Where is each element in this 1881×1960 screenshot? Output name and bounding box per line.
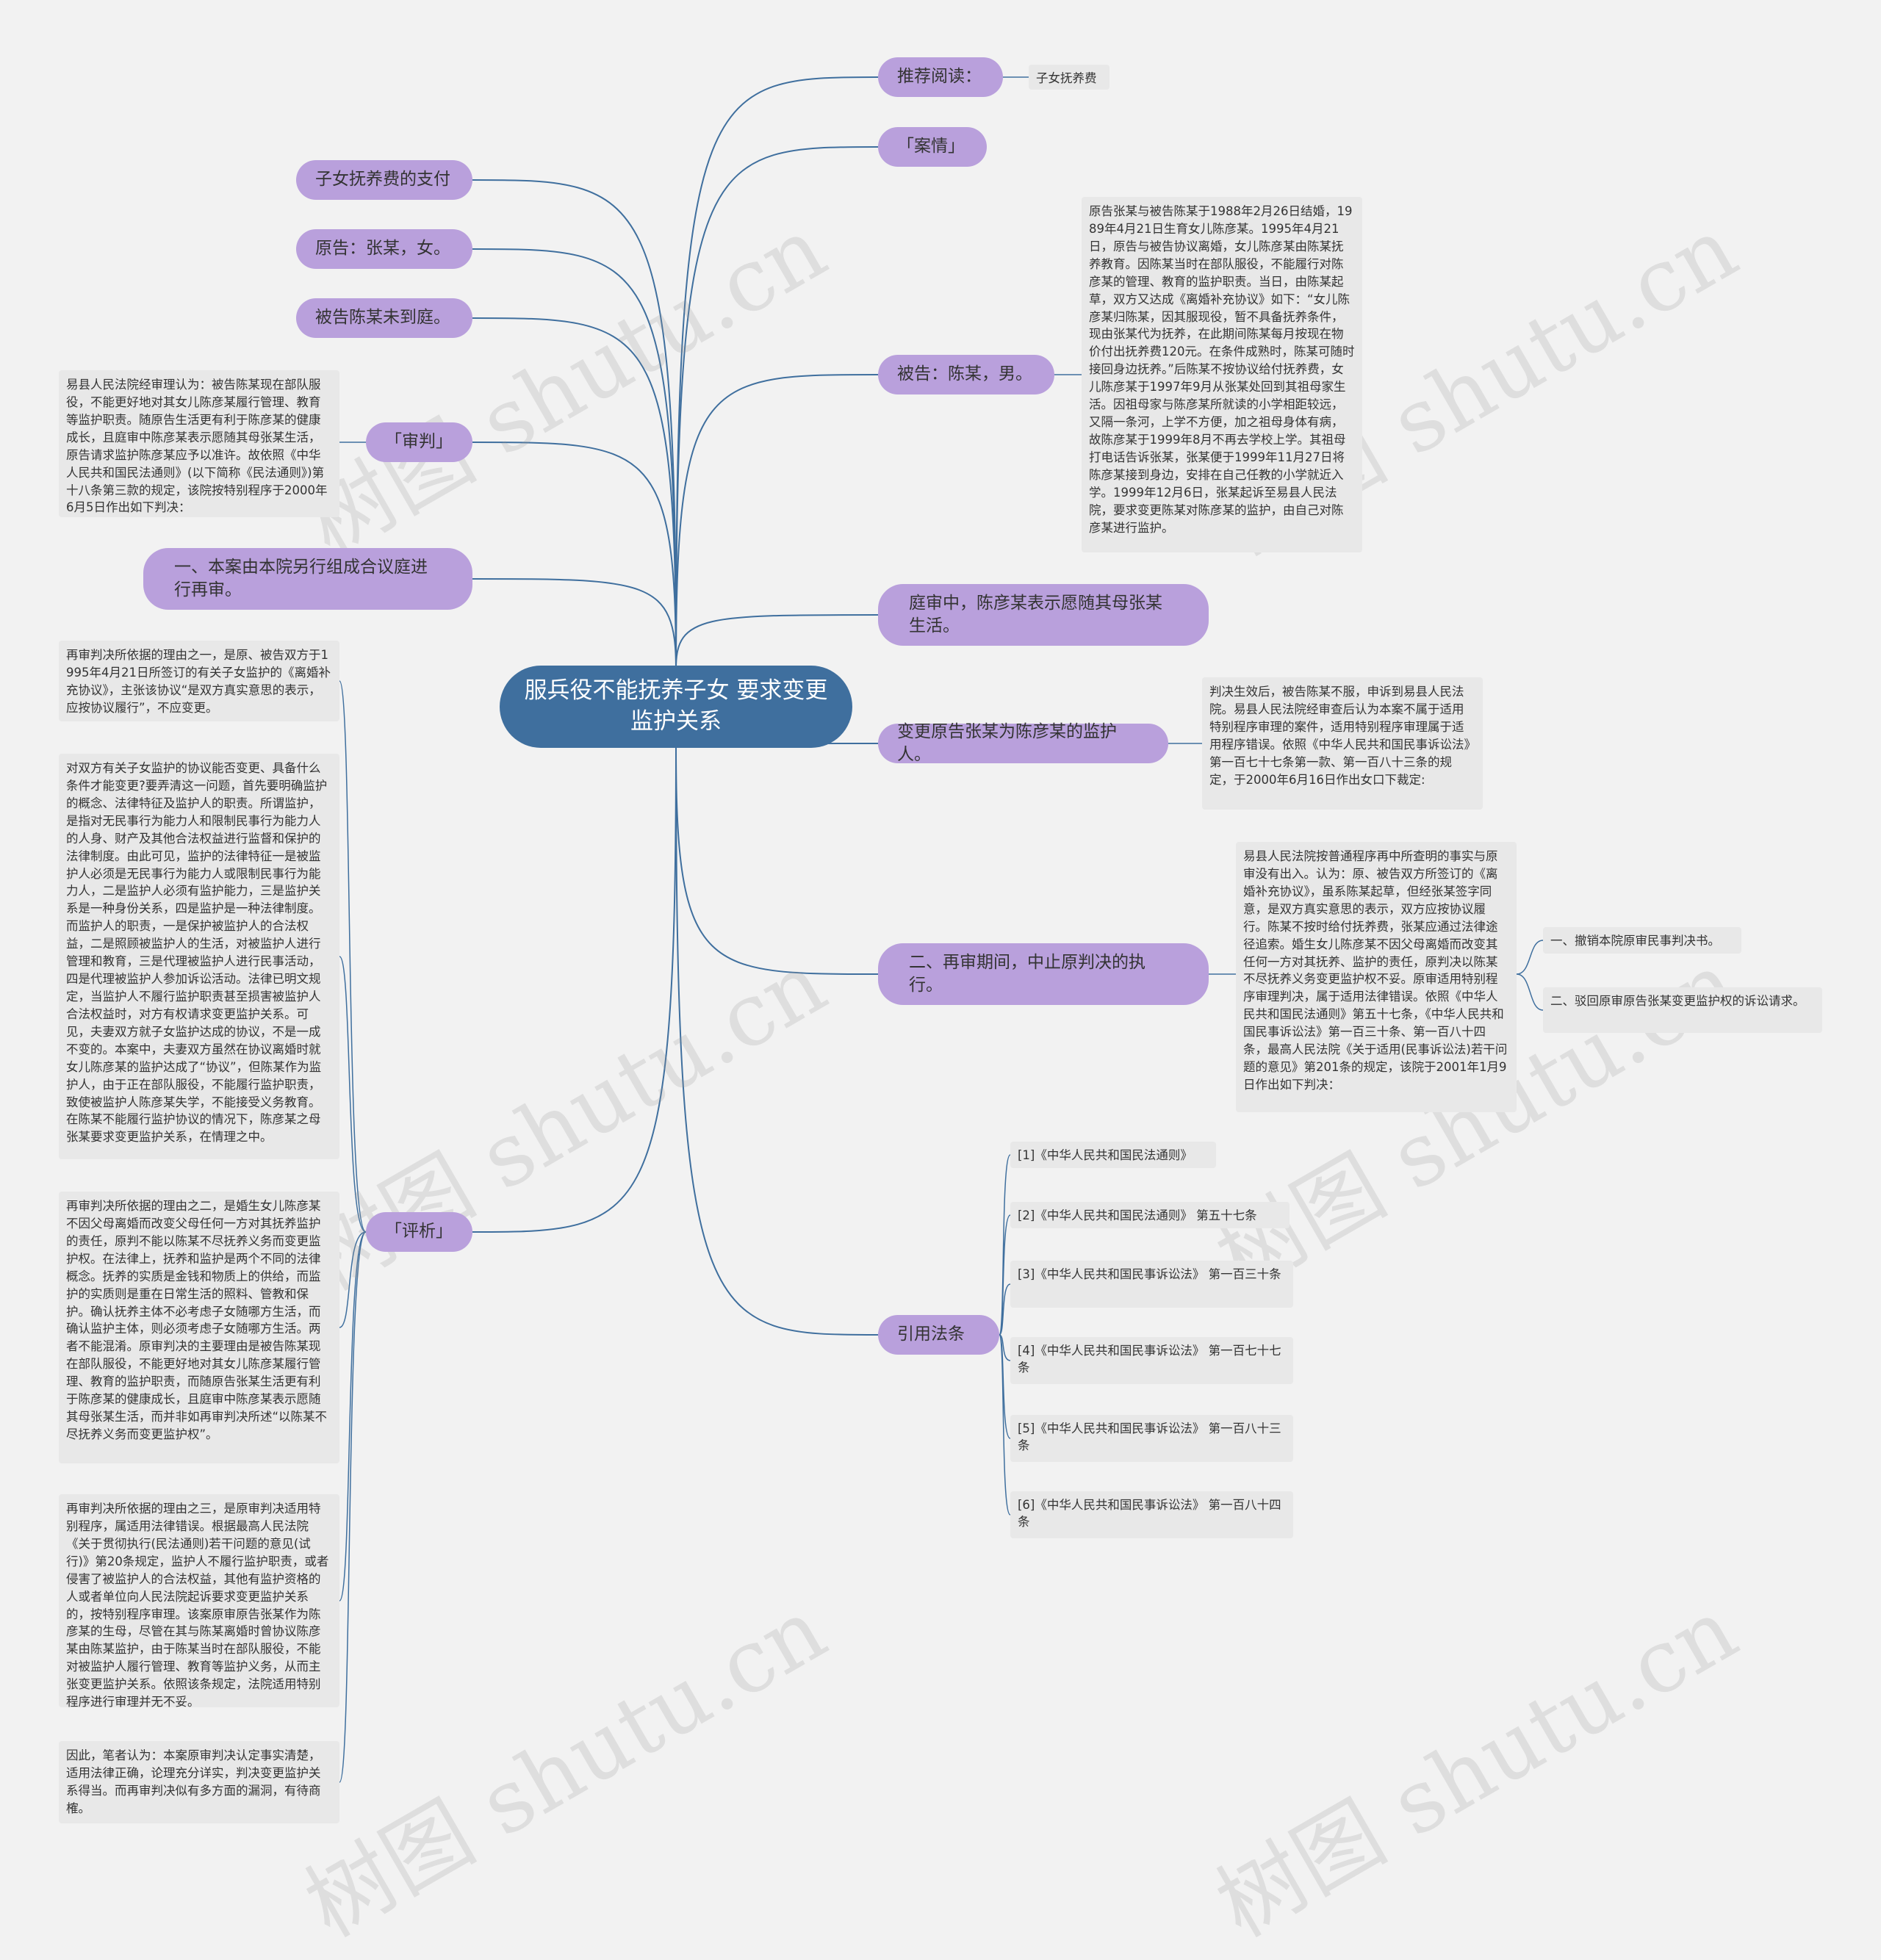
- connector-edge: [999, 1334, 1011, 1439]
- law-item-5[interactable]: [5]《中华人民共和国民事诉讼法》 第一百八十三条: [1010, 1415, 1293, 1462]
- node-retrial-order[interactable]: 一、本案由本院另行组成合议庭进行再审。: [143, 548, 472, 610]
- connector-edge: [472, 442, 677, 669]
- note-defendant-text: 原告张某与被告陈某于1988年2月26日结婚，1989年4月21日生育女儿陈彦某…: [1082, 197, 1362, 552]
- connector-edge: [472, 248, 677, 669]
- connector-edge: [675, 146, 879, 669]
- node-change-guardian[interactable]: 变更原告张某为陈彦某的监护人。: [878, 722, 1168, 764]
- connector-edge: [472, 578, 677, 669]
- verdict-item-2[interactable]: 二、驳回原审原告张某变更监护权的诉讼请求。: [1543, 987, 1822, 1033]
- connector-edge: [339, 1231, 367, 1328]
- connector-edge: [675, 76, 879, 669]
- connector-edge: [1516, 973, 1544, 1011]
- note-analysis-3: 再审判决所依据的理由之二，是婚生女儿陈彦某不因父母离婚而改变父母任何一方对其抚养…: [59, 1192, 339, 1463]
- connector-edge: [339, 1231, 367, 1783]
- node-recommend[interactable]: 推荐阅读：: [878, 57, 1003, 97]
- connector-edge: [999, 1283, 1011, 1336]
- link-recommend-item[interactable]: 子女抚养费: [1029, 65, 1109, 90]
- law-item-3[interactable]: [3]《中华人民共和国民事诉讼法》 第一百三十条: [1010, 1261, 1293, 1308]
- law-item-4[interactable]: [4]《中华人民共和国民事诉讼法》 第一百七十七条: [1010, 1337, 1293, 1384]
- connector-edge: [339, 1231, 367, 1601]
- connector-lines: [339, 76, 1544, 1783]
- connector-edge: [472, 747, 677, 1233]
- note-suspend-text: 易县人民法院按普通程序再中所查明的事实与原审没有出入。认为：原、被告双方所签订的…: [1236, 842, 1517, 1112]
- connector-edge: [999, 1214, 1011, 1336]
- note-trial-text: 易县人民法院经审理认为：被告陈某现在部队服役，不能更好地对其女儿陈彦某履行管理、…: [59, 370, 339, 517]
- node-analysis[interactable]: 「评析」: [366, 1212, 472, 1252]
- law-item-2[interactable]: [2]《中华人民共和国民法通则》 第五十七条: [1010, 1202, 1290, 1228]
- central-topic[interactable]: 服兵役不能抚养子女 要求变更监护关系: [500, 666, 852, 748]
- connector-edge: [675, 614, 879, 669]
- note-analysis-5: 因此，笔者认为：本案原审判决认定事实清楚，适用法律正确，论理充分详实，判决变更监…: [59, 1741, 339, 1823]
- connector-edge: [472, 317, 677, 669]
- node-plaintiff[interactable]: 原告：张某，女。: [296, 229, 472, 269]
- connector-edge: [339, 680, 367, 1233]
- note-analysis-4: 再审判决所依据的理由之三，是原审判决适用特别程序，属适用法律错误。根据最高人民法…: [59, 1494, 339, 1709]
- note-change-text: 判决生效后，被告陈某不服，申诉到易县人民法院。易县人民法院经审查后认为本案不属于…: [1202, 677, 1483, 810]
- connector-edge: [999, 1334, 1011, 1516]
- node-child-support-pay[interactable]: 子女抚养费的支付: [296, 160, 472, 200]
- connector-edge: [675, 747, 879, 975]
- connector-edge: [1516, 940, 1544, 975]
- law-item-1[interactable]: [1]《中华人民共和国民法通则》: [1010, 1142, 1216, 1168]
- node-trial[interactable]: 「审判」: [366, 422, 472, 462]
- connector-edge: [675, 747, 879, 1336]
- note-analysis-2: 对双方有关子女监护的协议能否变更、具备什么条件才能变更?要弄清这一问题，首先要明…: [59, 754, 339, 1159]
- connector-edge: [675, 374, 879, 669]
- connector-edge: [472, 179, 677, 669]
- note-analysis-1: 再审判决所依据的理由之一，是原、被告双方于1995年4月21日所签订的有关子女监…: [59, 641, 339, 721]
- verdict-item-1[interactable]: 一、撤销本院原审民事判决书。: [1543, 927, 1741, 954]
- node-court-statement[interactable]: 庭审中，陈彦某表示愿随其母张某生活。: [878, 584, 1209, 646]
- node-defendant-absent[interactable]: 被告陈某未到庭。: [296, 298, 472, 338]
- law-item-6[interactable]: [6]《中华人民共和国民事诉讼法》 第一百八十四条: [1010, 1491, 1293, 1538]
- node-suspend-execution[interactable]: 二、再审期间，中止原判决的执行。: [878, 943, 1209, 1005]
- node-case[interactable]: 「案情」: [878, 127, 987, 167]
- node-defendant[interactable]: 被告：陈某，男。: [878, 355, 1054, 394]
- connector-edge: [339, 956, 367, 1233]
- node-law-cite[interactable]: 引用法条: [878, 1315, 999, 1355]
